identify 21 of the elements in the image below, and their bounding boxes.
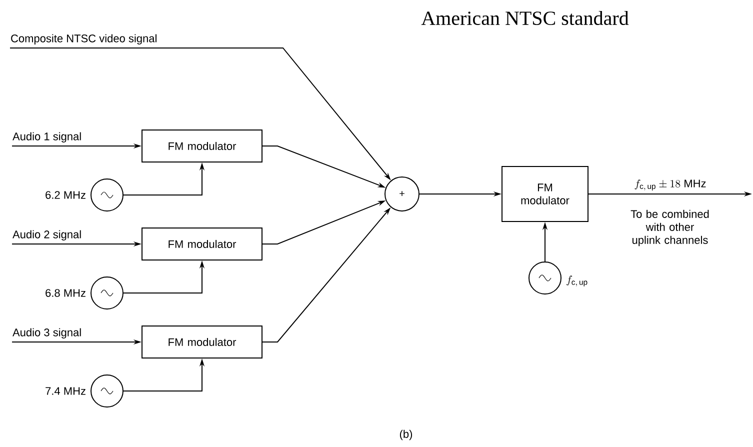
title: American NTSC standard <box>421 10 629 26</box>
signal-label: Audio 3 signal <box>12 328 81 338</box>
oscillator-symbol <box>90 374 124 408</box>
signal-label: Composite NTSC video signal <box>11 34 156 44</box>
oscillator-symbol <box>90 276 124 310</box>
frequency-label: 7.4 MHz <box>46 387 86 395</box>
frequency-label: $f_{\mathrm{c,\,up}}$ <box>566 275 588 286</box>
oscillator-symbol <box>528 262 562 294</box>
oscillator-symbol <box>90 178 124 212</box>
signal-label: Audio 2 signal <box>12 230 81 240</box>
modulator-box: FM modulator <box>142 130 262 162</box>
edge-label: $f_{\mathrm{c,\,up}} \pm 18\ \mathrm{MHz}$ <box>633 178 708 192</box>
signal-label: Audio 1 signal <box>12 132 81 142</box>
frequency-label: 6.8 MHz <box>46 289 86 297</box>
modulator-box: FM modulator <box>142 228 262 260</box>
modulator-box: FM modulator <box>502 166 588 222</box>
frequency-label: 6.2 MHz <box>46 191 86 199</box>
modulator-box: FM modulator <box>142 326 262 358</box>
note-text: To be combined with other uplink channels <box>630 210 709 246</box>
summing-junction: + <box>384 176 420 212</box>
caption: (b) <box>400 430 412 440</box>
